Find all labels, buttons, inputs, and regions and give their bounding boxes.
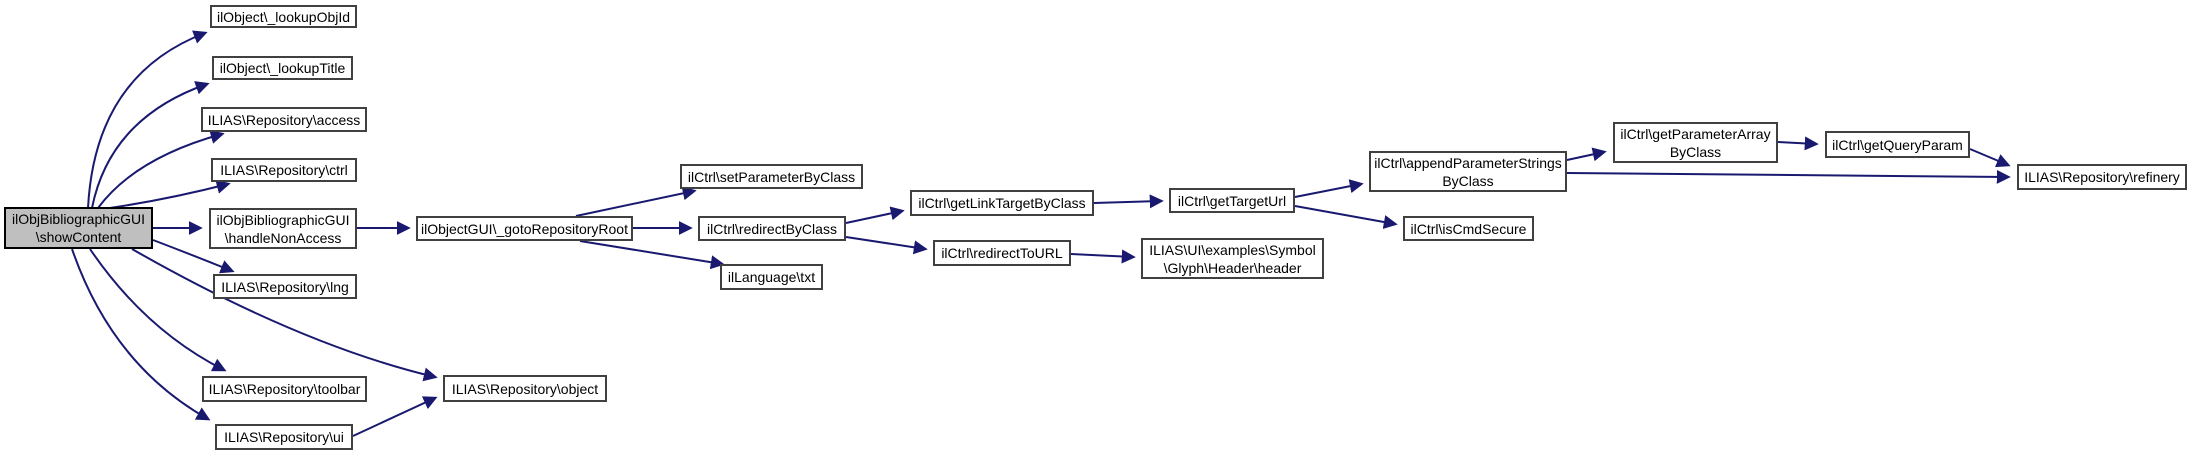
graph-node-language-txt[interactable]: ilLanguage\txt (720, 264, 823, 290)
edge-redirect-by-class-to-redirect-to-url (845, 236, 928, 255)
graph-node-repository-lng[interactable]: ILIAS\Repository\lng (213, 274, 357, 299)
graph-node-get-link-target-by-class[interactable]: ilCtrl\getLinkTargetByClass (910, 190, 1094, 216)
graph-node-append-parameter-strings-by-class[interactable]: ilCtrl\appendParameterStrings ByClass (1369, 151, 1567, 192)
edge-get-link-target-by-class-to-get-target-url (1093, 194, 1164, 209)
edge-show-content-to-repository-access (97, 130, 225, 209)
graph-node-redirect-to-url[interactable]: ilCtrl\redirectToURL (933, 240, 1071, 266)
graph-node-goto-repository-root[interactable]: ilObjectGUI\_gotoRepositoryRoot (416, 216, 633, 241)
graph-node-get-target-url[interactable]: ilCtrl\getTargetUrl (1169, 188, 1295, 213)
edge-show-content-to-repository-ui (71, 248, 211, 421)
edge-redirect-by-class-to-get-link-target-by-class (845, 206, 905, 224)
graph-node-set-parameter-by-class[interactable]: ilCtrl\setParameterByClass (680, 164, 863, 189)
edge-show-content-to-repository-toolbar (89, 248, 227, 372)
graph-node-repository-toolbar[interactable]: ILIAS\Repository\toolbar (202, 376, 367, 402)
graph-node-glyph-header[interactable]: ILIAS\UI\examples\Symbol \Glyph\Header\h… (1141, 238, 1324, 279)
graph-node-repository-access[interactable]: ILIAS\Repository\access (201, 107, 367, 132)
graph-node-repository-object[interactable]: ILIAS\Repository\object (443, 375, 607, 402)
graph-node-repository-ctrl[interactable]: ILIAS\Repository\ctrl (211, 158, 357, 182)
graph-node-get-query-param[interactable]: ilCtrl\getQueryParam (1825, 131, 1970, 158)
edge-goto-repository-root-to-set-parameter-by-class (575, 186, 697, 217)
edge-get-target-url-to-is-cmd-secure (1294, 205, 1398, 229)
graph-node-show-content: ilObjBibliographicGUI \showContent (4, 207, 153, 249)
graph-node-lookup-obj-id[interactable]: ilObject\_lookupObjId (210, 5, 357, 28)
graph-node-repository-refinery[interactable]: ILIAS\Repository\refinery (2017, 164, 2187, 190)
edge-show-content-to-repository-object (131, 248, 438, 382)
edge-get-target-url-to-append-parameter-strings-by-class (1294, 179, 1364, 198)
graph-node-get-parameter-array-by-class[interactable]: ilCtrl\getParameterArray ByClass (1613, 122, 1778, 163)
edge-get-parameter-array-by-class-to-get-query-param (1777, 136, 1819, 151)
graph-node-lookup-title[interactable]: ilObject\_lookupTitle (212, 56, 353, 80)
graph-node-handle-non-access[interactable]: ilObjBibliographicGUI \handleNonAccess (209, 208, 357, 249)
edge-goto-repository-root-to-language-txt (579, 240, 725, 270)
graph-node-repository-ui[interactable]: ILIAS\Repository\ui (215, 424, 353, 450)
edge-show-content-to-repository-lng (152, 239, 235, 274)
graph-node-redirect-by-class[interactable]: ilCtrl\redirectByClass (698, 216, 846, 241)
edge-show-content-to-lookup-title (91, 81, 210, 209)
edge-redirect-to-url-to-glyph-header (1070, 249, 1136, 264)
edge-show-content-to-repository-ctrl (109, 180, 231, 209)
edge-show-content-to-lookup-obj-id (87, 30, 208, 209)
edge-repository-ui-to-repository-object (352, 396, 438, 437)
edge-get-query-param-to-repository-refinery (1969, 148, 2011, 168)
edge-append-parameter-strings-by-class-to-get-parameter-array-by-class (1566, 147, 1607, 162)
edge-append-parameter-strings-by-class-to-repository-refinery (1566, 169, 2011, 184)
graph-node-is-cmd-secure[interactable]: ilCtrl\isCmdSecure (1403, 216, 1534, 241)
